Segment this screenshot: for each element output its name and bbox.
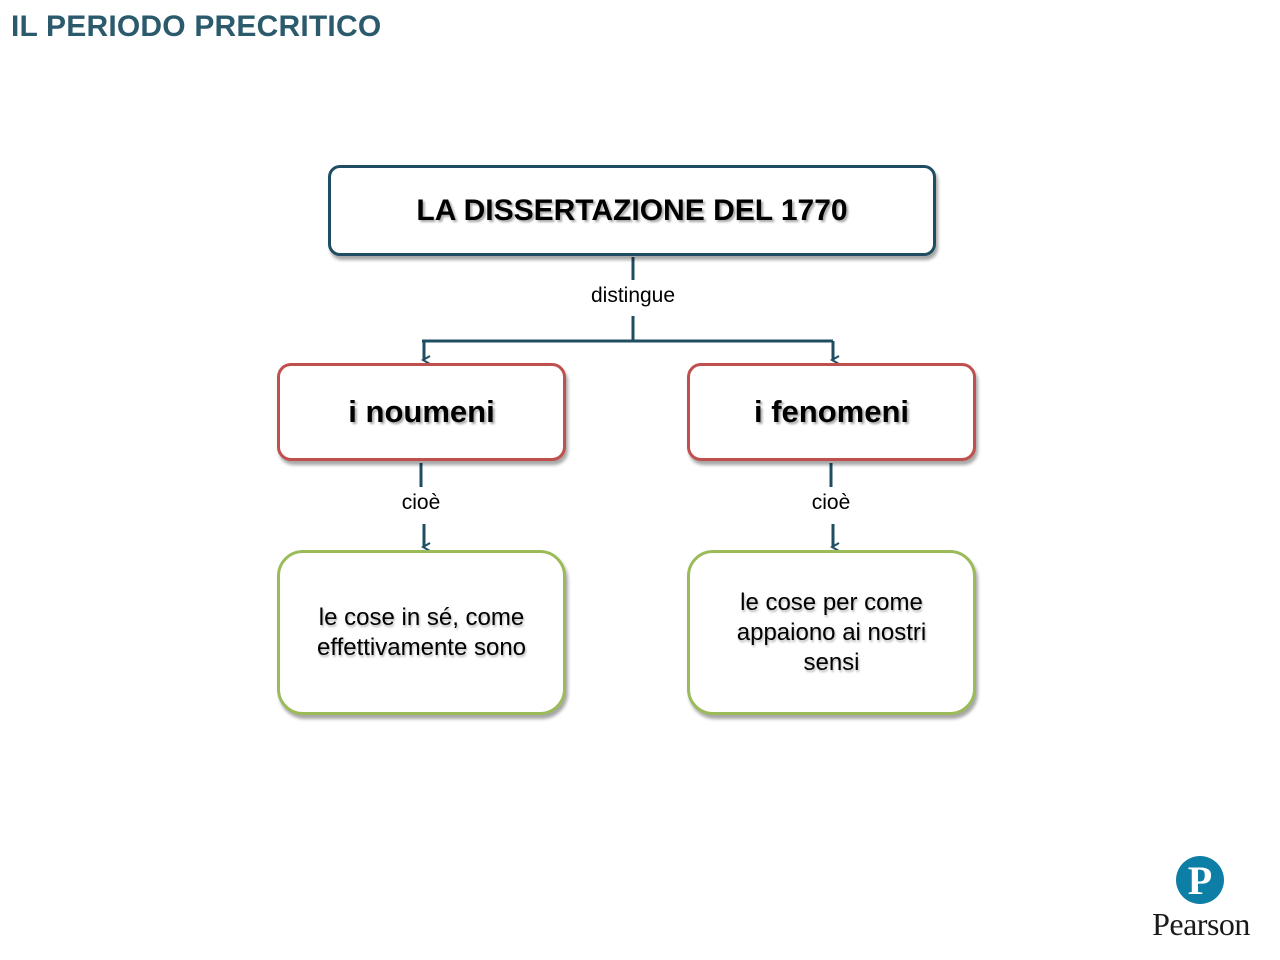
definition-box-noumeni: le cose in sé, come effettivamente sono — [277, 550, 566, 715]
root-concept-label: LA DISSERTAZIONE DEL 1770 — [416, 193, 848, 227]
concept-label-fenomeni: i fenomeni — [753, 394, 909, 429]
pearson-p-icon: P — [1176, 856, 1224, 904]
definition-text-noumeni: le cose in sé, come effettivamente sono — [316, 603, 527, 661]
pearson-wordmark: Pearson — [1152, 906, 1250, 942]
pearson-logo: P Pearson — [1142, 856, 1260, 942]
concept-box-fenomeni: i fenomeni — [687, 363, 976, 461]
concept-label-noumeni: i noumeni — [348, 394, 495, 429]
root-link-label: distingue — [588, 284, 678, 308]
slide-title: IL PERIODO PRECRITICO — [11, 10, 382, 43]
link-label-noumeni: cioè — [399, 491, 443, 515]
concept-box-noumeni: i noumeni — [277, 363, 566, 461]
link-label-fenomeni: cioè — [809, 491, 853, 515]
root-concept-box: LA DISSERTAZIONE DEL 1770 — [328, 165, 936, 256]
definition-text-fenomeni: le cose per come appaiono ai nostri sens… — [736, 588, 927, 676]
definition-box-fenomeni: le cose per come appaiono ai nostri sens… — [687, 550, 976, 715]
